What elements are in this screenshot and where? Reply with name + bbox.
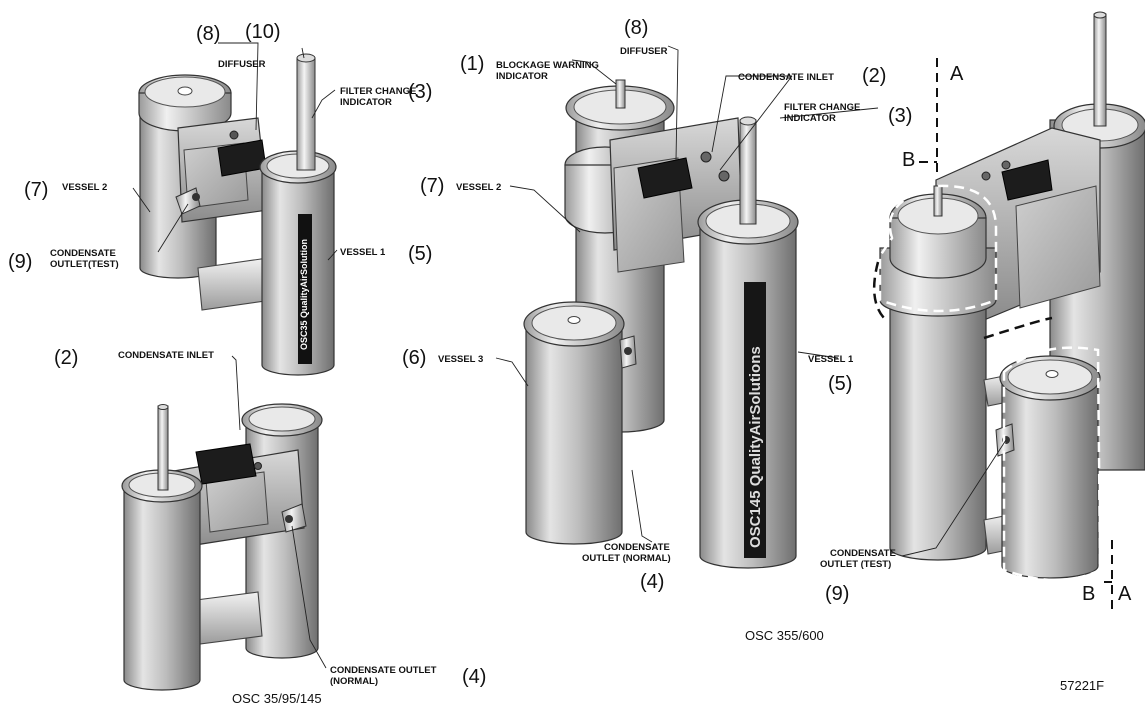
callout-4-large: (4) [640,571,664,593]
label-blockage-1: BLOCKAGE WARNING [496,60,599,71]
label-vessel-2-large: VESSEL 2 [456,182,501,193]
section-a-outline [1002,346,1102,582]
label-filter-change-large-2: INDICATOR [784,113,836,124]
vessel-print-large: OSC145 QualityAirSolutions [747,346,764,548]
callout-2-large: (2) [862,65,886,87]
callout-8-small: (8) [196,23,220,45]
section-mark-b-top: B [902,149,915,171]
section-mark-b-bottom: B [1082,583,1095,605]
callout-7-small: (7) [24,179,48,201]
label-blockage-2: INDICATOR [496,71,548,82]
label-cond-outlet-test-right-2: OUTLET (TEST) [820,559,891,570]
callout-3-large: (3) [888,105,912,127]
label-cond-outlet-normal-small-1: CONDENSATE OUTLET [330,665,437,676]
unit-small-top: OSC35 QualityAirSolution [138,53,337,376]
callout-9-small: (9) [8,251,32,273]
label-cond-outlet-normal-large-1: CONDENSATE [604,542,670,553]
callout-9-large: (9) [825,583,849,605]
label-cond-outlet-test-small-2: OUTLET(TEST) [50,259,119,270]
callout-6: (6) [402,347,426,369]
label-filter-change-small-1: FILTER CHANGE [340,86,416,97]
leader-lines [132,42,1007,669]
label-vessel-1-large: VESSEL 1 [808,354,854,365]
label-vessel-2-small: VESSEL 2 [62,182,107,193]
label-cond-outlet-test-right-1: CONDENSATE [830,548,896,559]
callout-10: (10) [245,21,281,43]
label-vessel-1-small: VESSEL 1 [340,247,386,258]
section-b-outline [878,184,998,313]
vessel-print-small: OSC35 QualityAirSolution [299,239,309,350]
caption-large-model: OSC 355/600 [745,628,824,643]
callout-5-large: (5) [828,373,852,395]
callout-numbers: (8) (10) (3) (7) (9) (5) (2) (4) (8) (1)… [8,17,912,688]
callout-5-small: (5) [408,243,432,265]
unit-section-view [872,11,1145,582]
unit-small-bottom [121,403,323,691]
part-labels: DIFFUSER FILTER CHANGE INDICATOR VESSEL … [50,46,896,687]
label-cond-inlet-small: CONDENSATE INLET [118,350,214,361]
label-diffuser-small: DIFFUSER [218,59,266,70]
label-cond-inlet-large: CONDENSATE INLET [738,72,834,83]
label-cond-outlet-test-small-1: CONDENSATE [50,248,116,259]
callout-7-large: (7) [420,175,444,197]
unit-large: OSC145 QualityAirSolutions [523,79,799,569]
section-marks: A B B A [902,63,1132,605]
callout-2-small: (2) [54,347,78,369]
callout-4-small: (4) [462,666,486,688]
label-diffuser-large: DIFFUSER [620,46,668,57]
caption-figure-code: 57221F [1060,678,1104,693]
label-vessel-3: VESSEL 3 [438,354,483,365]
captions: OSC 35/95/145 OSC 355/600 57221F [232,628,1104,706]
label-filter-change-small-2: INDICATOR [340,97,392,108]
label-filter-change-large-1: FILTER CHANGE [784,102,860,113]
section-mark-a-top: A [950,63,964,85]
caption-small-model: OSC 35/95/145 [232,691,322,706]
label-cond-outlet-normal-large-2: OUTLET (NORMAL) [582,553,671,564]
section-mark-a-bottom: A [1118,583,1132,605]
callout-1: (1) [460,53,484,75]
callout-3-small: (3) [408,81,432,103]
callout-8-large: (8) [624,17,648,39]
label-cond-outlet-normal-small-2: (NORMAL) [330,676,378,687]
